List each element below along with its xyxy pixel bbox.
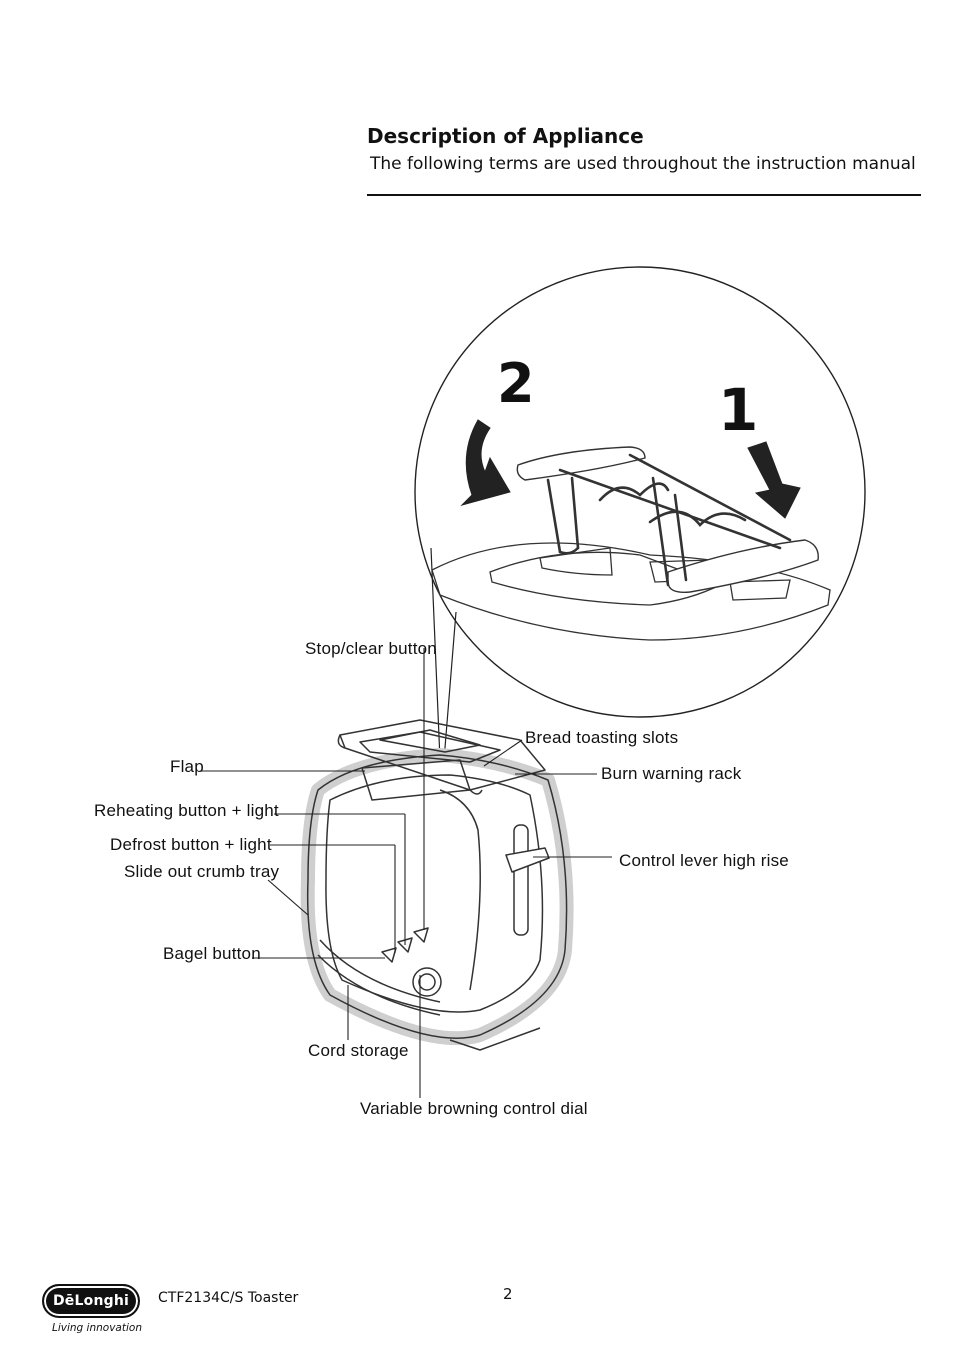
label-stop-clear-button: Stop/clear button (305, 639, 437, 658)
label-burn-warning-rack: Burn warning rack (601, 764, 742, 783)
down-arrow-icon (747, 441, 801, 519)
label-cord-storage: Cord storage (308, 1041, 409, 1060)
label-flap: Flap (170, 757, 204, 776)
label-control-lever: Control lever high rise (619, 851, 789, 870)
brand-logo: DēLonghi (42, 1284, 140, 1318)
step-1-number: 1 (718, 376, 758, 444)
label-defrost-button: Defrost button + light (110, 835, 272, 854)
step-2-number: 2 (497, 352, 535, 415)
leader-lines (200, 648, 612, 1098)
header-divider (367, 194, 921, 196)
label-browning-control-dial: Variable browning control dial (360, 1099, 588, 1118)
brand-tagline: Living innovation (52, 1322, 142, 1334)
inset-magnifier: 2 1 (414, 266, 866, 761)
page-subtitle: The following terms are used throughout … (370, 154, 916, 174)
page-number: 2 (503, 1285, 513, 1303)
label-bagel-button: Bagel button (163, 944, 261, 963)
brand-name: DēLonghi (52, 1293, 129, 1309)
model-name: CTF2134C/S Toaster (158, 1290, 299, 1306)
label-bread-toasting-slots: Bread toasting slots (525, 728, 678, 747)
label-reheating-button: Reheating button + light (94, 801, 279, 820)
page-title: Description of Appliance (367, 124, 644, 148)
label-slide-out-crumb-tray: Slide out crumb tray (124, 862, 279, 881)
toaster-illustration (300, 719, 574, 1051)
rotate-arrow-icon (460, 419, 511, 506)
